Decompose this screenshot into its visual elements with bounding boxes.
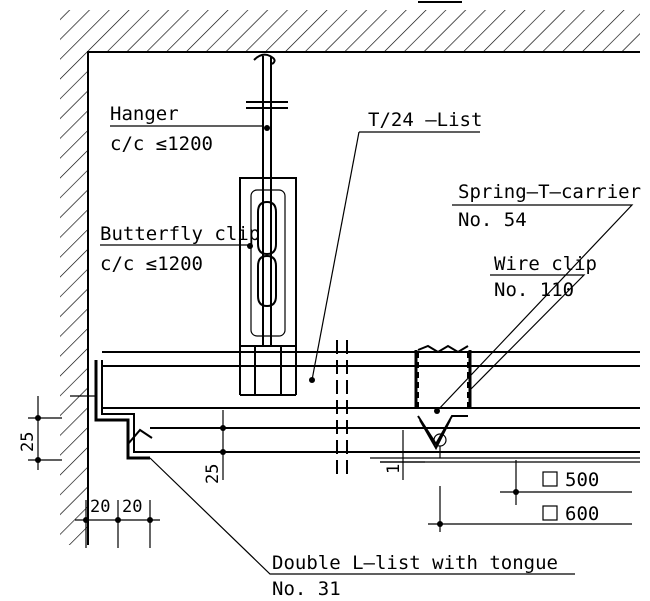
dimension-wall-20-a: 20: [90, 497, 110, 517]
dimension-list-25: 25: [203, 464, 223, 484]
hanger-spacing-label: c/c ≤1200: [110, 133, 213, 155]
square-icon: [542, 505, 558, 521]
ceiling-tile: [127, 427, 640, 463]
dimension-gap-1: 1: [384, 464, 404, 474]
spring-carrier-label: Spring–T–carrier: [458, 181, 641, 203]
spring-t-carrier: [414, 344, 472, 458]
butterfly-spacing-label: c/c ≤1200: [100, 253, 203, 275]
butterfly-clip: [239, 177, 297, 347]
hanger-rod: [246, 53, 288, 345]
dimension-wall-20-b: 20: [122, 497, 142, 517]
wire-clip-number: No. 110: [494, 279, 574, 301]
concrete-structure: [60, 10, 640, 545]
t24-list-label: T/24 –List: [368, 109, 482, 131]
double-l-list-label: Double L–list with tongue: [272, 552, 558, 574]
spring-carrier-number: No. 54: [458, 209, 527, 231]
butterfly-clip-label: Butterfly clip: [100, 223, 260, 245]
square-icon: [542, 471, 558, 487]
dimension-left-25: 25: [18, 432, 38, 452]
hanger-label: Hanger: [110, 103, 179, 125]
break-lines: [336, 340, 348, 478]
module-500-label: 500: [565, 469, 599, 491]
leader-lines: [100, 125, 634, 575]
double-l-list-number: No. 31: [272, 578, 341, 600]
dimension-lines: [28, 396, 632, 548]
wire-clip-label: Wire clip: [494, 253, 597, 275]
module-600-label: 600: [565, 503, 599, 525]
t24-list-profile: [102, 346, 640, 409]
double-l-list: [70, 360, 150, 460]
